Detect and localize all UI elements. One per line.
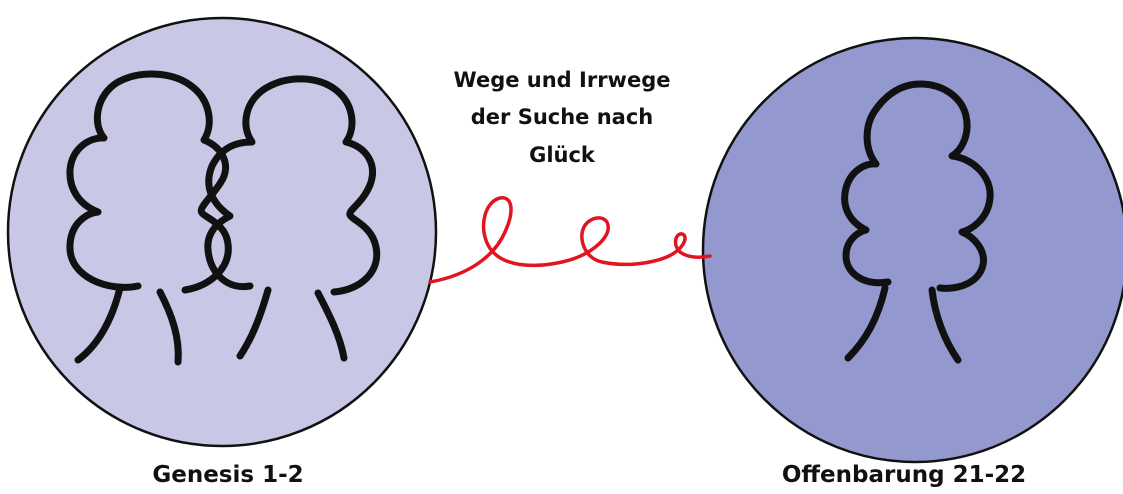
single-tree-trunk-right [928,286,962,364]
offenbarung-label: Offenbarung 21-22 [782,462,1026,488]
two-trees-icon [66,70,381,366]
right-tree-trunk-right [314,289,348,362]
right-tree-trunk-left [236,286,272,360]
left-tree-crown [66,70,232,294]
single-tree-crown [841,80,994,292]
offenbarung-circle [701,36,1123,464]
red-thread-connector [428,196,712,284]
left-tree-trunk-right [156,288,182,366]
caption-line-2: der Suche nach [471,105,654,129]
left-tree-trunk-left [74,284,124,364]
right-tree-crown [204,75,381,296]
caption-line-1: Wege und Irrwege [454,68,671,92]
single-tree-icon [841,80,994,364]
caption-line-3: Glück [529,143,596,167]
single-tree-trunk-left [844,284,889,362]
genesis-label: Genesis 1-2 [152,462,303,488]
